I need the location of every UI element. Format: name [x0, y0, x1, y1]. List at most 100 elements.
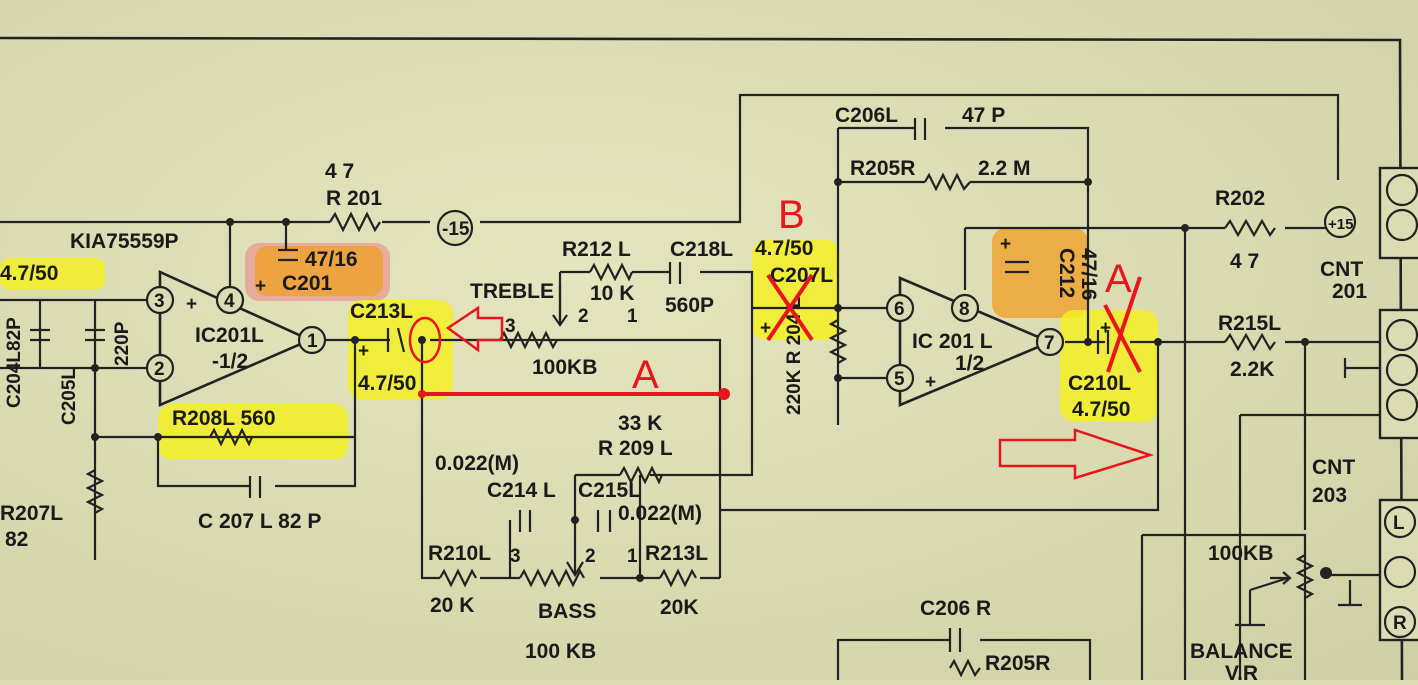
- label-r205r: R205R: [850, 157, 915, 180]
- label-ic201r: IC 201 L: [912, 330, 993, 353]
- label-c213: C213L: [350, 300, 413, 323]
- plus-ic201l: +: [186, 294, 197, 315]
- label-r207: R207L: [0, 502, 63, 525]
- label-r213: R213L: [645, 542, 708, 565]
- plus-c207: +: [760, 318, 771, 339]
- label-pin8: 8: [959, 299, 970, 320]
- label-c218: C218L: [670, 238, 733, 261]
- mark-b: B: [778, 193, 805, 237]
- label-r201-value: 4 7: [325, 160, 354, 183]
- label-r204: 220K R 204 L: [784, 296, 805, 415]
- label-node-p15: +15: [1328, 216, 1353, 233]
- label-c201: C201: [282, 272, 333, 295]
- label-c207: C207L: [770, 264, 833, 287]
- label-pin2: 2: [154, 359, 165, 380]
- pin-circles: [145, 205, 1357, 393]
- plus-c210: +: [1100, 318, 1111, 339]
- plus-c213: +: [358, 341, 369, 362]
- label-c215-value: 0.022(M): [618, 502, 702, 525]
- label-c207b: C 207 L 82 P: [198, 510, 321, 533]
- highlights: [0, 228, 1158, 460]
- label-r201: R 201: [326, 187, 382, 210]
- label-pin-r: R: [1393, 613, 1407, 634]
- label-c212-value: 47/16: [1077, 248, 1100, 301]
- label-cnt201: CNT: [1320, 258, 1363, 281]
- label-cnt203: CNT: [1312, 456, 1355, 479]
- label-r212-value: 10 K: [590, 282, 634, 305]
- label-bass-p2: 2: [585, 546, 596, 567]
- label-balance: BALANCE: [1190, 640, 1293, 663]
- label-r209: R 209 L: [598, 437, 673, 460]
- label-r210-value: 20 K: [430, 594, 474, 617]
- label-ic201l-half: -1/2: [212, 350, 248, 373]
- label-pin7: 7: [1044, 333, 1055, 354]
- wires: [0, 93, 1380, 680]
- capacitors: [30, 118, 1110, 652]
- label-treble: TREBLE: [470, 280, 554, 303]
- label-treble-p1: 1: [627, 306, 638, 327]
- label-c215: C215L: [578, 479, 641, 502]
- label-r210: R210L: [428, 542, 491, 565]
- label-bass-p1: 1: [627, 546, 638, 567]
- label-pin3: 3: [154, 291, 165, 312]
- label-bass: BASS: [538, 600, 596, 623]
- label-c210-value: 4.7/50: [1072, 398, 1130, 421]
- mark-a-right: A: [1105, 257, 1132, 301]
- label-r212: R212 L: [562, 238, 631, 261]
- label-r202-value: 4 7: [1230, 250, 1259, 273]
- label-treble-p3: 3: [505, 316, 516, 337]
- label-c205-value: 220P: [112, 321, 133, 366]
- label-pin5: 5: [894, 369, 905, 390]
- red-annotations: A B A: [408, 193, 1155, 480]
- label-pin6: 6: [894, 299, 905, 320]
- plus-c201: +: [255, 276, 266, 297]
- label-c214-value: 0.022(M): [435, 452, 519, 475]
- label-c212: C212: [1055, 248, 1078, 298]
- label-c210: C210L: [1068, 372, 1131, 395]
- label-c214: C214 L: [487, 479, 556, 502]
- connectors: [1378, 166, 1418, 642]
- label-treble-value: 100KB: [532, 356, 597, 379]
- label-c-left-value: 4.7/50: [0, 262, 58, 285]
- label-c206l-value: 47 P: [962, 104, 1005, 127]
- label-bass-value: 100 KB: [525, 640, 596, 663]
- label-c207-value: 4.7/50: [755, 237, 813, 260]
- junction-dots: [91, 178, 1332, 582]
- label-bass-p3: 3: [510, 546, 521, 567]
- component-labels: 4 7 R 201 KIA75559P 4.7/50 47/16 C201 -1…: [0, 104, 1407, 685]
- label-balance-value: 100KB: [1208, 542, 1273, 565]
- label-c218-value: 560P: [665, 294, 714, 317]
- label-r205r-bottom: R205R: [985, 652, 1050, 675]
- label-c206l: C206L: [835, 104, 898, 127]
- plus-c212: +: [1000, 234, 1011, 255]
- label-c204: C204L82P: [4, 317, 25, 408]
- label-cnt203-num: 203: [1312, 484, 1347, 507]
- label-pin4: 4: [224, 291, 235, 312]
- label-ic201r-half: 1/2: [955, 352, 984, 375]
- label-ic-part: KIA75559P: [70, 230, 179, 253]
- mark-a-left: A: [632, 353, 659, 397]
- label-c213-value: 4.7/50: [358, 372, 416, 395]
- label-ic201l: IC201L: [195, 324, 264, 347]
- resistors: [85, 172, 1315, 678]
- plus-ic201r: +: [925, 372, 936, 393]
- label-r208: R208L 560: [172, 407, 276, 430]
- label-r205r-value: 2.2 M: [978, 157, 1031, 180]
- label-treble-p2: 2: [578, 306, 589, 327]
- label-cnt201-num: 201: [1332, 280, 1367, 303]
- label-pin-l: L: [1393, 513, 1405, 534]
- label-balance-vr: V.R: [1225, 662, 1258, 680]
- label-c205: C205L: [59, 368, 80, 425]
- label-pin1: 1: [307, 331, 318, 352]
- label-r213-value: 20K: [660, 596, 699, 619]
- wiper-arrows: [552, 300, 1292, 585]
- label-r215: R215L: [1218, 312, 1281, 335]
- label-r215-value: 2.2K: [1230, 358, 1274, 381]
- label-c206r: C206 R: [920, 597, 991, 620]
- label-c201-value: 47/16: [305, 248, 358, 271]
- label-r207-value: 82: [5, 528, 28, 551]
- label-r202: R202: [1215, 187, 1265, 210]
- label-r209-value: 33 K: [618, 412, 662, 435]
